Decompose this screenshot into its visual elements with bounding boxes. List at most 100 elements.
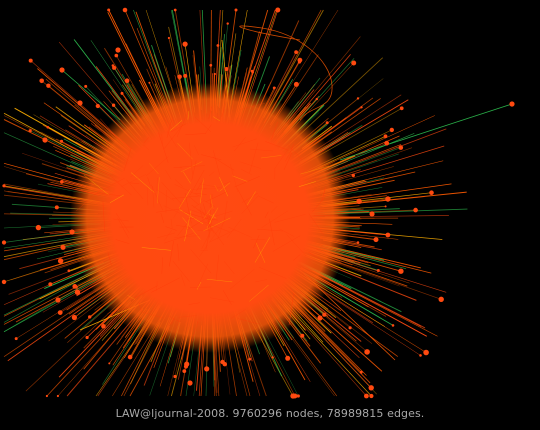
graph-node (509, 101, 515, 107)
graph-edge (246, 191, 256, 206)
graph-node (77, 100, 83, 106)
graph-edge (205, 191, 228, 203)
graph-edge (179, 165, 205, 168)
graph-edge (158, 111, 173, 129)
graph-edge (165, 169, 172, 180)
graph-edge (254, 237, 271, 263)
graph-edge (229, 269, 255, 290)
graph-edge (195, 178, 205, 192)
graph-edge (191, 160, 197, 181)
graph-node (360, 106, 363, 109)
edge-tips-layer (1, 7, 515, 399)
graph-edge (232, 175, 248, 182)
graph-edge (313, 215, 339, 217)
graph-edge (274, 214, 306, 223)
graph-edge (260, 155, 282, 159)
graph-edge (130, 182, 140, 184)
graph-edge (203, 217, 231, 232)
graph-edge (221, 95, 229, 117)
graph-node (224, 67, 229, 71)
graph-edge (264, 211, 269, 219)
graph-node (389, 127, 394, 133)
graph-node (376, 269, 380, 272)
graph-node (204, 366, 210, 372)
graph-node (107, 8, 111, 12)
graph-edge (261, 210, 289, 228)
graph-edge (187, 217, 196, 220)
graph-edge (190, 249, 212, 274)
graph-edge (166, 131, 178, 148)
graph-edge (237, 318, 260, 325)
graph-edge (164, 230, 173, 241)
graph-node (1, 240, 7, 245)
graph-node (84, 84, 88, 88)
graph-edge (308, 251, 325, 263)
graph-edge (156, 189, 175, 201)
graph-node (293, 81, 299, 87)
graph-node (46, 125, 50, 129)
graph-edge (255, 279, 268, 283)
graph-edge (185, 133, 206, 135)
graph-edge (257, 228, 283, 232)
graph-edge (203, 207, 212, 219)
graph-node (368, 385, 374, 391)
graph-edge (172, 195, 199, 199)
graph-edge (174, 235, 200, 238)
graph-node (385, 232, 391, 238)
graph-edge (177, 143, 193, 160)
graph-edge (197, 210, 214, 218)
graph-node (216, 44, 220, 47)
graph-node (322, 312, 327, 317)
graph-edge (76, 190, 100, 212)
graph-edge (222, 290, 232, 305)
graph-edge (199, 206, 215, 234)
graph-node (290, 393, 296, 399)
graph-edge (249, 148, 274, 152)
graph-edge (156, 280, 158, 292)
graph-edge (146, 186, 149, 206)
graph-edge (223, 181, 231, 185)
graph-node (60, 180, 64, 184)
graph-edge (121, 174, 147, 187)
graph-node (183, 73, 188, 78)
graph-node (173, 8, 177, 12)
graph-node (222, 362, 227, 367)
graph-node (57, 310, 63, 315)
graph-node (383, 134, 388, 139)
graph-edge (61, 69, 121, 121)
graph-edge (168, 99, 175, 127)
graph-edge (213, 150, 221, 176)
graph-edge (130, 165, 144, 178)
graph-node (46, 83, 51, 88)
graph-node (285, 355, 291, 361)
graph-node (114, 53, 119, 58)
graph-edge (123, 148, 132, 171)
graph-edge (161, 134, 163, 145)
graph-edge (150, 184, 164, 211)
graph-node (317, 315, 323, 321)
graph-node (300, 333, 305, 338)
graph-edge (274, 147, 290, 169)
graph-node (39, 78, 44, 84)
graph-node (95, 103, 100, 109)
graph-edge (208, 223, 225, 246)
graph-node (71, 314, 77, 321)
graph-edge (84, 175, 109, 195)
graph-node (177, 74, 182, 80)
graph-node (122, 7, 128, 13)
graph-edge (239, 161, 262, 169)
graph-node (59, 67, 65, 73)
graph-edge (203, 199, 215, 207)
graph-edge (258, 195, 274, 204)
graph-edge (183, 171, 191, 184)
graph-node (187, 380, 193, 386)
graph-edge (219, 177, 229, 197)
graph-edge (163, 205, 181, 214)
graph-edge (138, 302, 142, 311)
graph-edge (105, 139, 115, 166)
graph-edge (107, 306, 132, 314)
graph-node (373, 237, 379, 243)
graph-edge (236, 187, 252, 216)
graph-node (234, 8, 238, 12)
